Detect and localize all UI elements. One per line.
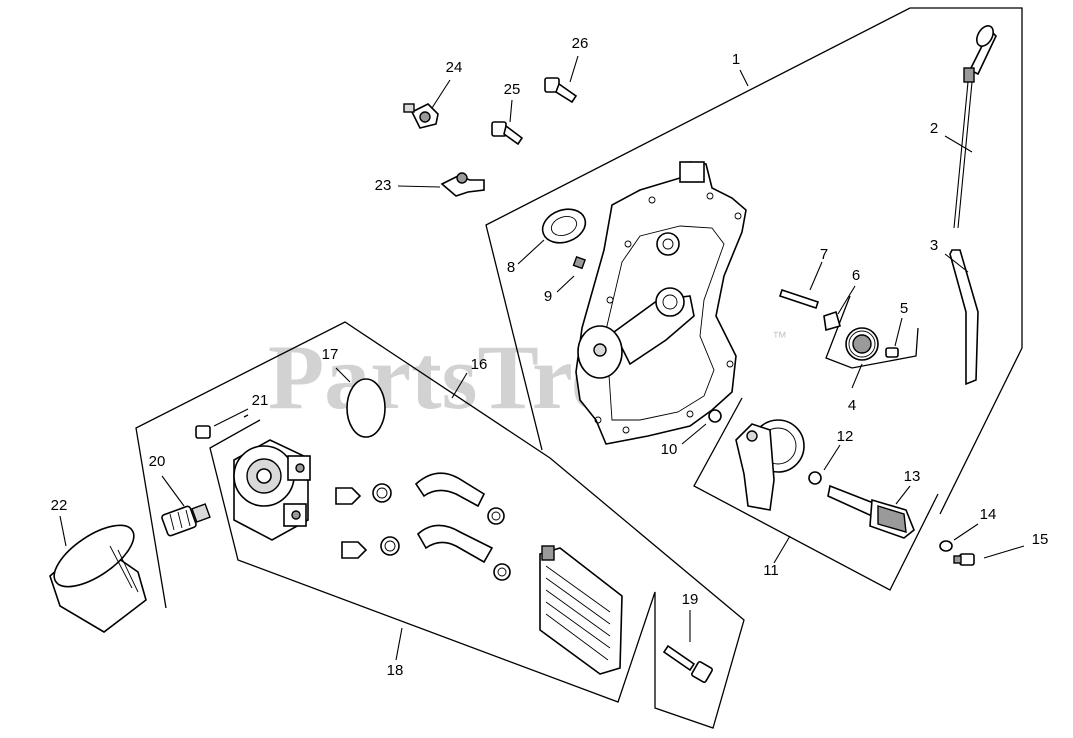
callout-24: 24 bbox=[446, 59, 463, 76]
callout-15: 15 bbox=[1032, 531, 1049, 548]
bolt-15-part bbox=[953, 553, 975, 566]
washer-part bbox=[939, 540, 953, 552]
plug-part bbox=[572, 255, 586, 270]
elbow-fitting-part bbox=[440, 172, 485, 197]
small-plug-part bbox=[195, 425, 211, 439]
callout-1: 1 bbox=[732, 51, 740, 68]
oil-pickup-part bbox=[827, 484, 915, 539]
callout-18: 18 bbox=[387, 662, 404, 679]
group-frame-oil-cooler-kit bbox=[135, 321, 745, 729]
callout-20: 20 bbox=[149, 453, 166, 470]
callout-22: 22 bbox=[51, 497, 68, 514]
group-frame-oil-pump bbox=[693, 397, 939, 591]
hose-fitting-lower-part bbox=[341, 524, 511, 581]
o-ring-17-part bbox=[346, 378, 386, 438]
filter-nipple-part bbox=[161, 503, 211, 537]
governor-shaft-part bbox=[778, 288, 820, 310]
bolt-25-part bbox=[491, 121, 524, 146]
callout-9: 9 bbox=[544, 288, 552, 305]
pin-part bbox=[885, 347, 899, 358]
callout-21: 21 bbox=[252, 392, 269, 409]
oil-cooler-part bbox=[539, 545, 623, 675]
o-ring-12-part bbox=[808, 471, 822, 485]
dipstick-part bbox=[953, 25, 997, 229]
callout-10: 10 bbox=[661, 441, 678, 458]
callout-5: 5 bbox=[900, 300, 908, 317]
callout-23: 23 bbox=[375, 177, 392, 194]
leader-lines bbox=[59, 55, 1025, 661]
callout-14: 14 bbox=[980, 506, 997, 523]
oil-pressure-switch-part bbox=[403, 103, 439, 129]
callout-6: 6 bbox=[852, 267, 860, 284]
bolt-26-part bbox=[544, 77, 578, 104]
oil-seal-part bbox=[541, 208, 587, 244]
governor-gear-part bbox=[845, 327, 879, 361]
bolt-19-part bbox=[662, 644, 713, 683]
callout-16: 16 bbox=[471, 356, 488, 373]
hose-fitting-upper-part bbox=[335, 472, 505, 525]
crankcase-cover-part bbox=[575, 161, 747, 445]
oil-filter-adapter-part bbox=[233, 439, 311, 541]
callout-4: 4 bbox=[848, 397, 856, 414]
callout-12: 12 bbox=[837, 428, 854, 445]
callout-25: 25 bbox=[504, 81, 521, 98]
callout-8: 8 bbox=[507, 259, 515, 276]
callout-13: 13 bbox=[904, 468, 921, 485]
dipstick-tube-part bbox=[949, 249, 979, 386]
callout-3: 3 bbox=[930, 237, 938, 254]
clip-part bbox=[823, 310, 841, 332]
callout-2: 2 bbox=[930, 120, 938, 137]
callout-11: 11 bbox=[763, 562, 779, 579]
oil-pump-part bbox=[735, 419, 805, 511]
callout-7: 7 bbox=[820, 246, 828, 263]
watermark-trademark: ™ bbox=[772, 329, 787, 346]
group-frame-governor-gear bbox=[825, 295, 919, 369]
callout-26: 26 bbox=[572, 35, 589, 52]
callout-17: 17 bbox=[322, 346, 339, 363]
o-ring-10-part bbox=[708, 409, 722, 423]
oil-filter-part bbox=[49, 524, 147, 633]
group-frame-crankcase-cover bbox=[485, 7, 1023, 515]
callout-19: 19 bbox=[682, 591, 699, 608]
group-frame-oil-cooler-tick bbox=[243, 414, 249, 418]
